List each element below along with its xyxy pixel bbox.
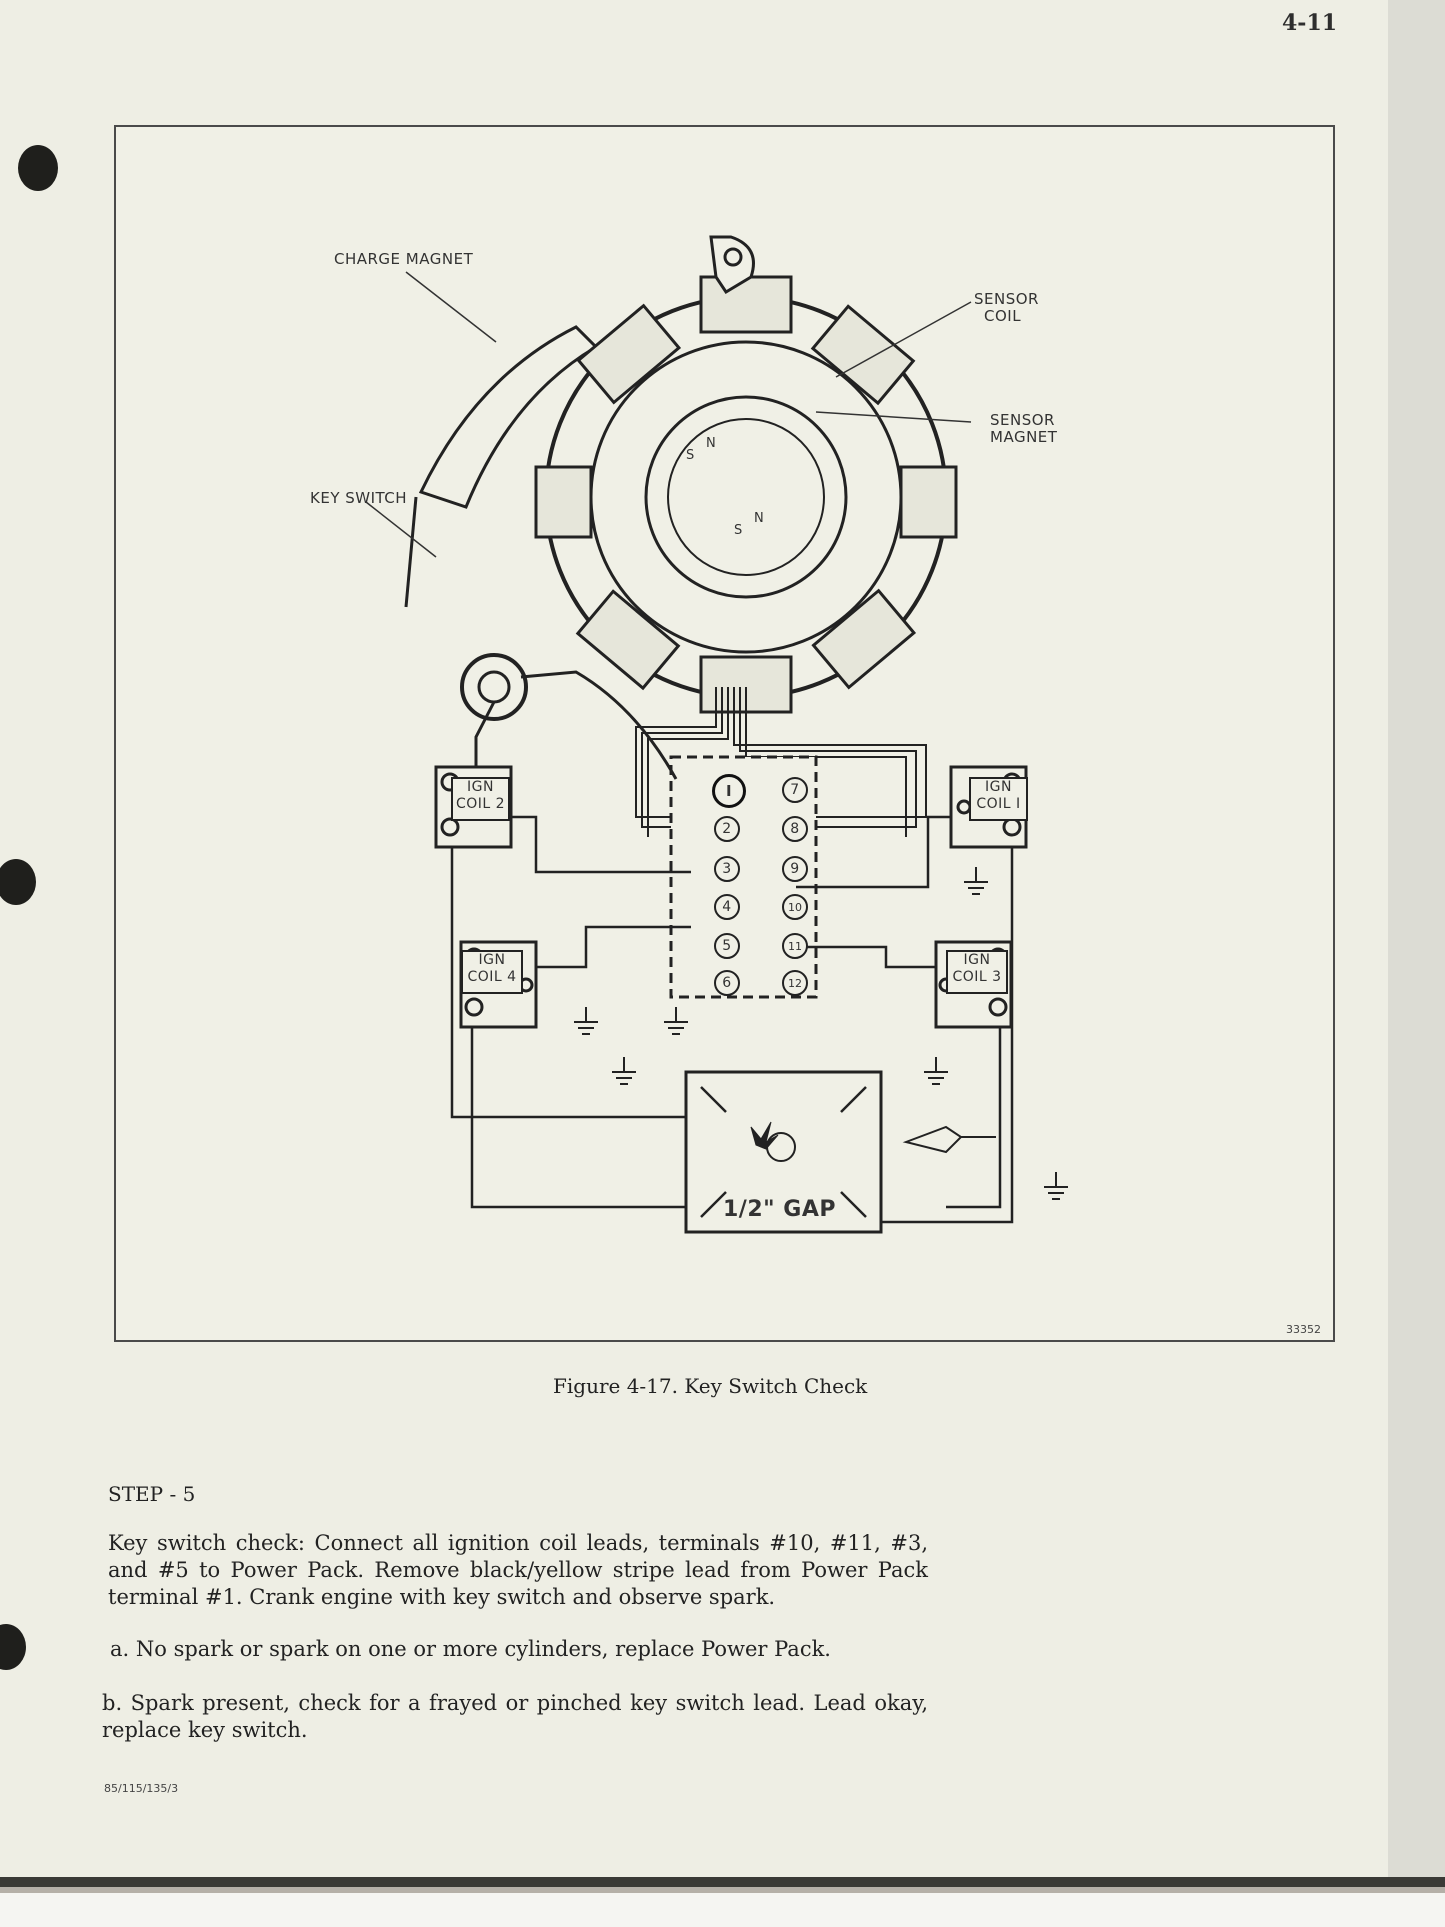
coil-label-4-line1: IGN [478, 952, 506, 968]
label-sensor-coil-line2: COIL [984, 307, 1022, 325]
terminal-6-label: 6 [722, 975, 732, 991]
terminal-10-label: 10 [788, 901, 802, 914]
coil-label-2-line1: IGN [467, 779, 494, 795]
label-charge-magnet: CHARGE MAGNET [334, 250, 474, 268]
terminal-10: 10 [782, 894, 808, 920]
terminal-9: 9 [782, 856, 808, 882]
key-switch-core [477, 670, 511, 704]
binder-hole [0, 1624, 26, 1670]
flywheel-hub [667, 418, 825, 576]
coil-label-3: IGN COIL 3 [946, 950, 1008, 994]
terminal-4: 4 [714, 894, 740, 920]
terminal-12-label: 12 [788, 977, 802, 990]
binding-shadow [0, 1877, 1445, 1887]
terminal-1-label: I [725, 782, 733, 800]
coil-4-mount [464, 997, 484, 1017]
stator-inner-ring [589, 340, 903, 654]
paragraph-main: Key switch check: Connect all ignition c… [108, 1531, 928, 1609]
spark-plug-icon [902, 1125, 963, 1154]
page-bottom-edge [0, 1877, 1445, 1927]
stator-coil [699, 275, 793, 334]
spark-tester [684, 1070, 883, 1234]
coil-label-2-line2: COIL 2 [455, 796, 506, 812]
terminal-3: 3 [714, 856, 740, 882]
spark-icon [750, 1121, 779, 1150]
sensor-magnet-mark-n: N [706, 436, 717, 451]
label-key-switch: KEY SWITCH [310, 489, 408, 507]
figure-id: 33352 [1286, 1323, 1321, 1336]
key-switch-body [460, 653, 528, 721]
page-edge-shadow [1388, 0, 1445, 1877]
coil-label-1-line1: IGN [985, 779, 1012, 795]
key-switch-lead [520, 670, 678, 780]
coil-label-1: IGN COIL I [969, 777, 1028, 821]
terminal-7-label: 7 [790, 782, 800, 798]
label-sensor-magnet-line2: MAGNET [990, 428, 1058, 446]
terminal-3-label: 3 [722, 861, 732, 877]
coil-label-4-line2: COIL 4 [467, 969, 517, 985]
spark-tester-electrodes [700, 1086, 867, 1218]
terminal-11-label: 11 [788, 940, 802, 953]
binding-edge [0, 1887, 1445, 1893]
terminal-5-label: 5 [722, 938, 732, 954]
coil-label-3-line1: IGN [963, 952, 991, 968]
item-b: b. Spark present, check for a frayed or … [102, 1691, 928, 1742]
terminal-2: 2 [714, 816, 740, 842]
figure-caption: Figure 4-17. Key Switch Check [553, 1374, 868, 1398]
figure-key-switch-check: CHARGE MAGNET SENSOR COIL SENSOR MAGNET … [114, 125, 1335, 1342]
terminal-1: I [712, 774, 746, 808]
ground-symbols [574, 867, 1068, 1200]
terminal-2-label: 2 [722, 821, 732, 837]
label-sensor-coil-line1: SENSOR [974, 290, 1039, 308]
stator-coil [811, 588, 917, 690]
coil-2-mount [440, 817, 460, 837]
terminal-11: 11 [782, 933, 808, 959]
terminal-12: 12 [782, 970, 808, 996]
coil-3-mount [988, 997, 1008, 1017]
coil-label-1-line2: COIL I [976, 796, 1021, 812]
terminal-4-label: 4 [722, 899, 732, 915]
charge-magnet-edge [404, 496, 418, 608]
sensor-magnet-mark-s: S [686, 448, 695, 463]
stator-coil [810, 304, 916, 406]
terminal-5: 5 [714, 933, 740, 959]
charge-magnet-body [418, 325, 599, 509]
stator-coil [534, 465, 593, 539]
terminal-9-label: 9 [790, 861, 800, 877]
coil-label-3-line2: COIL 3 [952, 969, 1002, 985]
coil-label-4: IGN COIL 4 [461, 950, 523, 994]
label-gap: 1/2" GAP [723, 1197, 836, 1222]
terminal-7: 7 [782, 777, 808, 803]
binder-hole [18, 145, 58, 191]
key-switch-ground-lead [474, 701, 496, 767]
terminal-8: 8 [782, 816, 808, 842]
wiring-diagram [404, 235, 1068, 1234]
label-sensor-magnet-line1: SENSOR [990, 411, 1055, 429]
step-title: STEP - 5 [108, 1482, 196, 1506]
footer-code: 85/115/135/3 [104, 1782, 179, 1795]
timer-lever-hole [723, 247, 743, 267]
terminal-8-label: 8 [790, 821, 800, 837]
coil-label-2: IGN COIL 2 [451, 777, 510, 821]
sensor-magnet-ring [644, 395, 848, 599]
sensor-magnet-mark-s: S [734, 523, 743, 538]
item-a: a. No spark or spark on one or more cyli… [110, 1637, 831, 1661]
sensor-magnet-mark-n: N [754, 511, 765, 526]
stator-coil [576, 303, 682, 405]
stator-coil [575, 589, 681, 691]
page-number: 4-11 [1282, 10, 1338, 36]
binder-hole [0, 859, 36, 905]
terminal-6: 6 [714, 970, 740, 996]
stator-coil [899, 465, 958, 539]
